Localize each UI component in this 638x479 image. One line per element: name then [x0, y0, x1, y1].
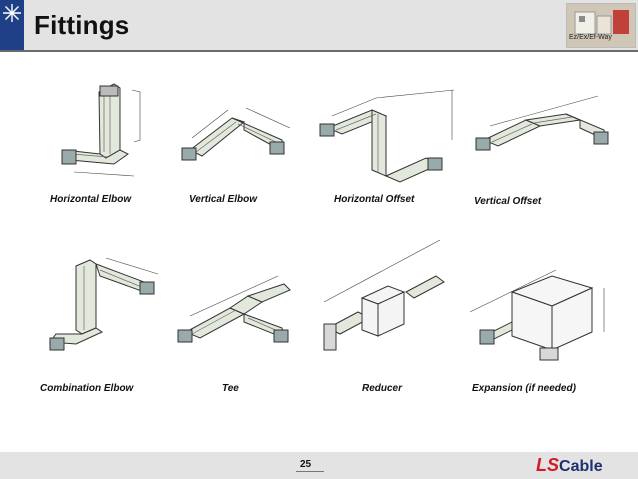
- photo-caption: Ez/Ex/Ef-Way: [569, 34, 612, 41]
- expansion-drawing: [460, 240, 610, 370]
- item-label: Vertical Offset: [474, 196, 542, 207]
- ls-cable-logo: LSCable: [536, 455, 603, 476]
- item-label: Horizontal Offset: [334, 194, 415, 205]
- tee-drawing: [172, 258, 322, 364]
- brand-ls: LS: [536, 455, 560, 475]
- snowflake-logo-icon: [0, 0, 24, 50]
- page-number-underline: [296, 471, 324, 472]
- item-label: Horizontal Elbow: [50, 194, 132, 205]
- item-label: Tee: [222, 383, 239, 394]
- vertical-elbow-drawing: [172, 80, 322, 190]
- slide-header: [0, 0, 638, 50]
- page-number: 25: [300, 459, 312, 470]
- header-divider: [0, 50, 638, 52]
- item-label: Combination Elbow: [40, 383, 134, 394]
- horizontal-elbow-drawing: [44, 80, 194, 190]
- combination-elbow-drawing: [40, 254, 190, 364]
- item-label: Vertical Elbow: [189, 194, 257, 205]
- product-photo: [566, 3, 636, 48]
- horizontal-offset-drawing: [316, 80, 466, 190]
- item-label: Expansion (if needed): [472, 383, 576, 394]
- vertical-offset-drawing: [470, 86, 620, 186]
- page-title: Fittings: [34, 10, 130, 40]
- slide-footer: [0, 452, 638, 479]
- brand-cable: Cable: [559, 458, 603, 475]
- item-label: Reducer: [362, 383, 403, 394]
- reducer-drawing: [318, 232, 468, 362]
